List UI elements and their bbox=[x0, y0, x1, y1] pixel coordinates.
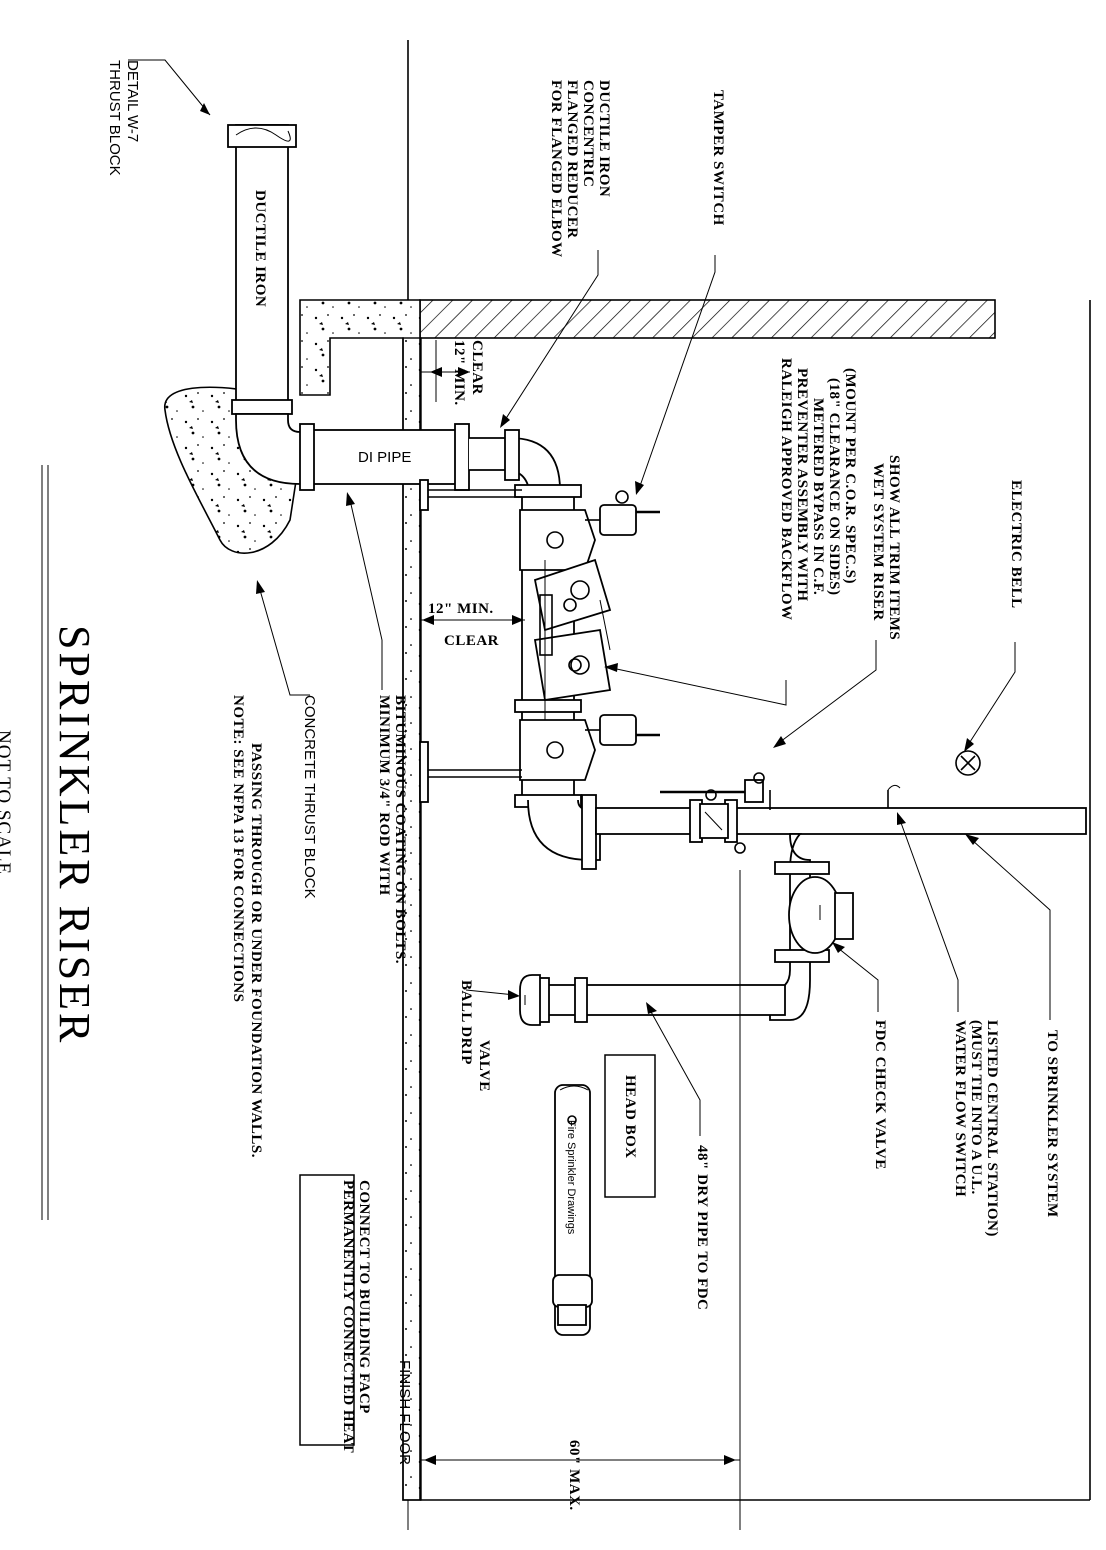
head-box bbox=[552, 1054, 656, 1336]
label-thrust-block-detail: THRUST BLOCK DETAIL W-7 bbox=[106, 60, 141, 180]
label-ductile-iron: DUCTILE IRON bbox=[252, 190, 268, 307]
label-backflow: RALEIGH APPROVED BACKFLOW PREVENTER ASSE… bbox=[778, 358, 858, 625]
label-fdc-check: FDC CHECK VALVE bbox=[872, 1020, 888, 1170]
riser-trim bbox=[407, 750, 1087, 1530]
diagram-title: SPRINKLER RISER bbox=[50, 625, 99, 1045]
label-clear-top: 12" MIN. CLEAR bbox=[451, 340, 485, 410]
label-tamper-switch: TAMPER SWITCH bbox=[710, 90, 726, 226]
backflow-preventer bbox=[419, 479, 660, 870]
label-rod: MINIMUM 3/4" ROD WITH BITUMINOUS COATING… bbox=[376, 695, 408, 964]
label-head-box: HEAD BOX bbox=[622, 1075, 638, 1159]
label-finish-floor: FINISH FLOOR bbox=[396, 1360, 413, 1465]
ductile-iron-assembly bbox=[164, 124, 561, 554]
label-ductile-iron-reducer: DUCTILE IRON CONCENTRIC FLANGED REDUCER … bbox=[548, 80, 612, 258]
label-to-sprinkler: TO SPRINKLER SYSTEM bbox=[1044, 1030, 1060, 1218]
label-heat-box: PERMANENTLY CONNECTED HEAT CONNECT TO BU… bbox=[340, 1180, 372, 1457]
leader-lines bbox=[41, 59, 1051, 1465]
label-fire-sprinkler-drawings: Fire Sprinkler Drawings bbox=[565, 1120, 577, 1235]
diagram-subtitle: NOT TO SCALE bbox=[0, 730, 14, 875]
di-pipe bbox=[309, 429, 469, 485]
label-60-max: 60" MAX. bbox=[566, 1440, 582, 1511]
label-dry-pipe: 48" DRY PIPE TO FDC bbox=[694, 1145, 710, 1310]
label-wet-system: WET SYSTEM RISER SHOW ALL TRIM ITEMS bbox=[870, 455, 902, 640]
label-concrete-thrust: CONCRETE THRUST BLOCK bbox=[301, 695, 318, 899]
wall-hatch bbox=[419, 299, 996, 339]
label-ball-drip: BALL DRIP VALVE bbox=[458, 980, 492, 1092]
label-di-pipe: DI PIPE bbox=[358, 449, 411, 466]
labels: THRUST BLOCK DETAIL W-7 DUCTILE IRON CON… bbox=[0, 60, 1060, 1511]
label-clear-mid: 12" MIN. CLEAR bbox=[428, 601, 499, 649]
electric-bell-icon bbox=[955, 750, 981, 776]
label-electric-bell: ELECTRIC BELL bbox=[1008, 480, 1024, 609]
ductile-iron-pipe bbox=[235, 124, 289, 406]
label-note: NOTE: SEE NFPA 13 FOR CONNECTIONS PASSIN… bbox=[230, 695, 264, 1158]
heat-box: PERMANENTLY CONNECTED HEAT CONNECT TO BU… bbox=[299, 1174, 372, 1457]
label-water-flow: WATER FLOW SWITCH (MUST TIE INTO A U.L. … bbox=[952, 1020, 1000, 1237]
building-structure bbox=[299, 40, 1091, 1501]
floor-slab bbox=[402, 337, 422, 1501]
